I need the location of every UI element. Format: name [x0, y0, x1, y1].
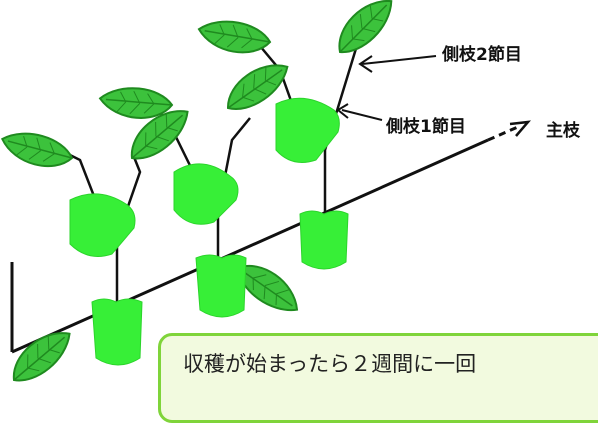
main-stem-dashed — [487, 124, 521, 142]
callout-box: 収穫が始まったら２週間に一回 — [158, 333, 598, 423]
leaf-icon — [326, 0, 404, 62]
fruit-icon — [299, 210, 349, 270]
fruit-icon — [173, 163, 239, 225]
fruit-icon — [91, 298, 143, 366]
arrow-side-node-1 — [336, 103, 383, 121]
fruit-icon — [195, 254, 247, 318]
leaf-icon — [0, 122, 77, 177]
leaf-icon — [194, 12, 274, 62]
fruit-icon — [275, 97, 340, 163]
arrow-side-node-2 — [358, 55, 437, 73]
label-side-node-1: 側枝1節目 — [386, 117, 466, 137]
fruit-icon — [69, 193, 136, 257]
leaf-icon — [2, 322, 81, 390]
callout-text: 収穫が始まったら２週間に一回 — [183, 352, 477, 376]
label-main-stem: 主枝 — [546, 121, 580, 141]
plant-diagram — [0, 0, 532, 390]
main-stem-arrowhead — [509, 120, 532, 137]
main-stem-line — [11, 138, 489, 354]
label-side-node-2: 側枝2節目 — [442, 45, 522, 65]
